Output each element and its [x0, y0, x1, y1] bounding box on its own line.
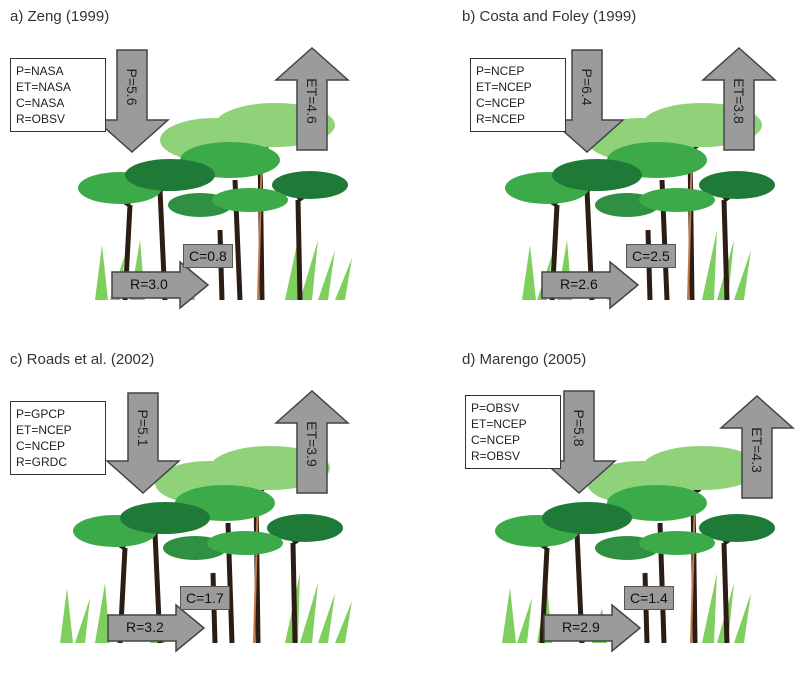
legend-precipitation-source: P=NASA: [16, 64, 64, 78]
precipitation-label: P=5.1: [135, 409, 151, 447]
panel-title: c) Roads et al. (2002): [10, 351, 155, 368]
runoff-label: R=3.0: [130, 276, 168, 292]
panel-b-scene: [505, 46, 777, 310]
forest-illustration: [495, 446, 775, 644]
panel-a: a) Zeng (1999) P=NASA ET=NASA C=NASA R=O…: [0, 0, 401, 343]
data-source-legend: P=NASA ET=NASA C=NASA R=OBSV: [10, 58, 106, 132]
panel-b: b) Costa and Foley (1999) P=NCEP ET=NCEP…: [402, 0, 803, 343]
canopy: [73, 446, 343, 560]
legend-runoff-source: R=GRDC: [16, 455, 68, 469]
data-source-legend: P=GPCP ET=NCEP C=NCEP R=GRDC: [10, 401, 106, 475]
runoff-arrow: [107, 603, 206, 653]
evapotranspiration-arrow: [719, 394, 795, 499]
evapotranspiration-arrow: [274, 46, 350, 151]
precipitation-arrow: [549, 49, 625, 154]
panel-d-scene: [495, 390, 795, 653]
grass: [60, 573, 352, 643]
panel-d: d) Marengo (2005) P=OBSV ET=NCEP C=NCEP …: [402, 343, 803, 686]
forest-illustration: [60, 446, 352, 644]
evapotranspiration-label: ET=3.9: [304, 421, 320, 467]
convergence-label: C=2.5: [626, 244, 676, 268]
precipitation-label: P=5.6: [124, 68, 140, 106]
canopy: [495, 446, 775, 560]
data-source-legend: P=OBSV ET=NCEP C=NCEP R=OBSV: [465, 395, 561, 469]
precipitation-label: P=6.4: [579, 68, 595, 106]
convergence-label: C=0.8: [183, 244, 233, 268]
panel-title: b) Costa and Foley (1999): [462, 8, 637, 25]
legend-convergence-source: C=NASA: [16, 96, 65, 110]
convergence-label: C=1.4: [624, 586, 674, 610]
evapotranspiration-arrow: [701, 46, 777, 151]
legend-et-source: ET=NCEP: [476, 80, 532, 94]
runoff-label: R=3.2: [126, 619, 164, 635]
runoff-arrow: [111, 260, 210, 310]
evapotranspiration-label: ET=4.6: [304, 78, 320, 124]
panel-title: a) Zeng (1999): [10, 8, 110, 25]
panel-title: d) Marengo (2005): [462, 351, 587, 368]
panel-a-scene: [78, 46, 352, 310]
legend-runoff-source: R=OBSV: [471, 449, 521, 463]
legend-convergence-source: C=NCEP: [471, 433, 521, 447]
precipitation-label: P=5.8: [571, 409, 587, 447]
legend-convergence-source: C=NCEP: [476, 96, 526, 110]
precipitation-arrow: [105, 392, 181, 495]
legend-precipitation-source: P=OBSV: [471, 401, 520, 415]
evapotranspiration-label: ET=4.3: [749, 427, 765, 473]
legend-et-source: ET=NASA: [16, 80, 72, 94]
forest-illustration: [78, 103, 352, 301]
panel-c-scene: [60, 389, 352, 653]
legend-et-source: ET=NCEP: [16, 423, 72, 437]
runoff-arrow: [543, 603, 642, 653]
data-source-legend: P=NCEP ET=NCEP C=NCEP R=NCEP: [470, 58, 566, 132]
runoff-label: R=2.6: [560, 276, 598, 292]
legend-runoff-source: R=OBSV: [16, 112, 66, 126]
legend-convergence-source: C=NCEP: [16, 439, 66, 453]
precipitation-arrow: [94, 49, 170, 154]
legend-precipitation-source: P=GPCP: [16, 407, 66, 421]
legend-et-source: ET=NCEP: [471, 417, 527, 431]
runoff-label: R=2.9: [562, 619, 600, 635]
runoff-arrow: [541, 260, 640, 310]
evapotranspiration-arrow: [274, 389, 350, 494]
panel-c: c) Roads et al. (2002) P=GPCP ET=NCEP C=…: [0, 343, 401, 686]
canopy: [505, 103, 775, 217]
evapotranspiration-label: ET=3.8: [731, 78, 747, 124]
legend-runoff-source: R=NCEP: [476, 112, 526, 126]
legend-precipitation-source: P=NCEP: [476, 64, 525, 78]
convergence-label: C=1.7: [180, 586, 230, 610]
